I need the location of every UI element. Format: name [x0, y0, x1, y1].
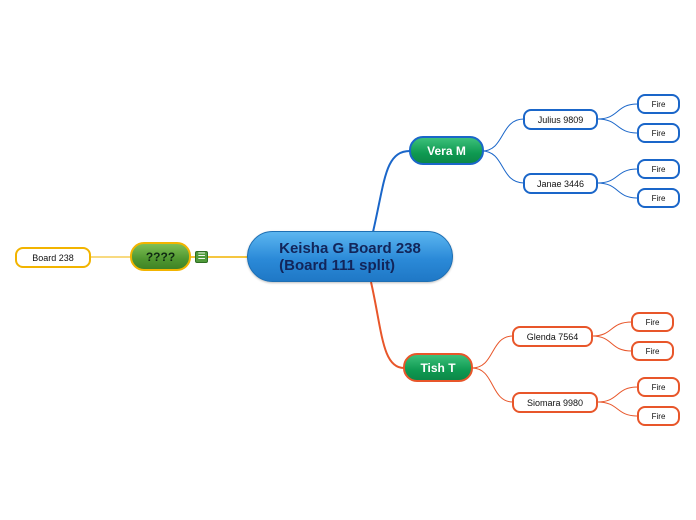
leaf-label: Fire: [651, 99, 666, 109]
leaf-siomara-fire-1[interactable]: Fire: [637, 377, 680, 397]
leaf-julius-fire-2[interactable]: Fire: [637, 123, 680, 143]
connector-janae-fire2: [596, 182, 639, 199]
subtopic-glenda-label: Glenda 7564: [526, 331, 579, 342]
subtopic-board-238-label: Board 238: [32, 252, 74, 263]
leaf-janae-fire-1[interactable]: Fire: [637, 159, 680, 179]
central-topic-text: Keisha G Board 238 (Board 111 split): [279, 240, 421, 274]
leaf-label: Fire: [645, 317, 660, 327]
leaf-julius-fire-1[interactable]: Fire: [637, 94, 680, 114]
notes-icon[interactable]: ☰: [195, 251, 208, 263]
connector-julius-fire2: [596, 118, 639, 134]
connector-siomara-fire2: [596, 401, 639, 417]
topic-tish-label: Tish T: [420, 360, 456, 375]
topic-unknown[interactable]: ????: [130, 242, 191, 271]
central-topic-line2: (Board 111 split): [279, 256, 395, 274]
connector-root-tish: [370, 281, 405, 369]
leaf-glenda-fire-2[interactable]: Fire: [631, 341, 674, 361]
topic-vera-label: Vera M: [427, 143, 466, 158]
topic-tish[interactable]: Tish T: [403, 353, 473, 382]
subtopic-janae[interactable]: Janae 3446: [523, 173, 598, 194]
topic-vera[interactable]: Vera M: [409, 136, 484, 165]
subtopic-siomara-label: Siomara 9980: [526, 397, 584, 408]
connector-janae-fire1: [596, 168, 639, 184]
leaf-siomara-fire-2[interactable]: Fire: [637, 406, 680, 426]
connector-tish-siomara: [471, 367, 514, 403]
subtopic-julius[interactable]: Julius 9809: [523, 109, 598, 130]
subtopic-board-238[interactable]: Board 238: [15, 247, 91, 268]
subtopic-siomara[interactable]: Siomara 9980: [512, 392, 598, 413]
leaf-label: Fire: [651, 382, 666, 392]
leaf-janae-fire-2[interactable]: Fire: [637, 188, 680, 208]
connector-vera-julius: [481, 118, 525, 152]
connector-siomara-fire1: [596, 386, 639, 403]
connector-glenda-fire1: [591, 321, 633, 337]
topic-unknown-label: ????: [145, 249, 176, 264]
leaf-glenda-fire-1[interactable]: Fire: [631, 312, 674, 332]
connector-julius-fire1: [596, 103, 639, 120]
leaf-label: Fire: [651, 164, 666, 174]
connector-glenda-fire2: [591, 335, 633, 352]
leaf-label: Fire: [645, 346, 660, 356]
leaf-label: Fire: [651, 193, 666, 203]
subtopic-janae-label: Janae 3446: [536, 178, 585, 189]
connector-root-vera: [372, 150, 411, 233]
central-topic-line1: Keisha G Board 238: [279, 239, 421, 257]
central-topic[interactable]: Keisha G Board 238 (Board 111 split): [247, 231, 453, 282]
connector-vera-janae: [481, 150, 525, 184]
subtopic-julius-label: Julius 9809: [537, 114, 584, 125]
leaf-label: Fire: [651, 128, 666, 138]
leaf-label: Fire: [651, 411, 666, 421]
subtopic-glenda[interactable]: Glenda 7564: [512, 326, 593, 347]
connector-tish-glenda: [471, 335, 514, 369]
